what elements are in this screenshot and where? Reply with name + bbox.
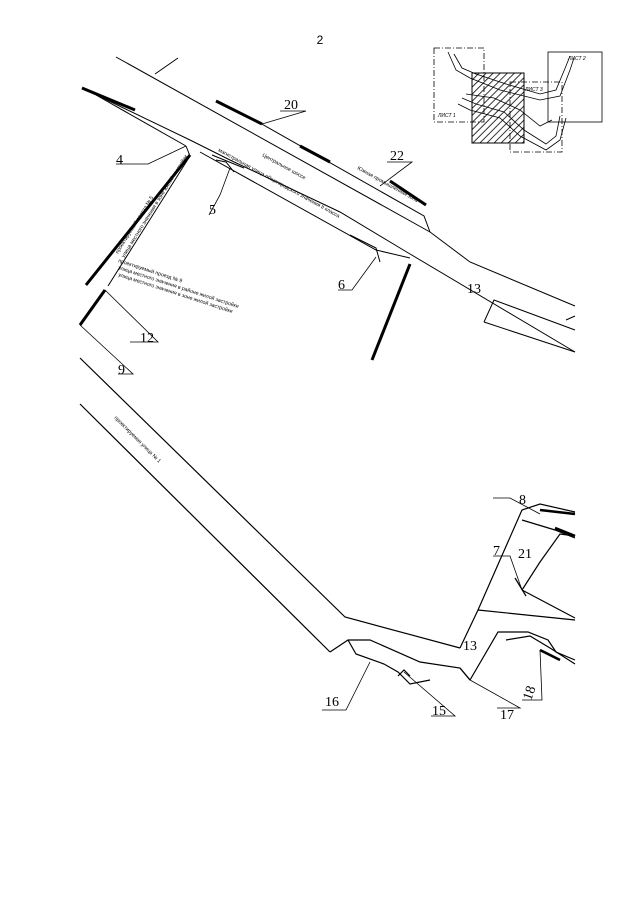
proj-passage-5: проектируемый проезд № 5	[114, 195, 155, 256]
label-21: 21	[518, 547, 532, 562]
page-number: 2	[316, 33, 324, 47]
south-zone-name: Южная промышленная зона	[356, 166, 419, 205]
block-bold-edges	[78, 154, 412, 361]
label-4: 4	[116, 153, 123, 168]
label-7: 7	[493, 544, 500, 559]
projected-street-1	[79, 357, 461, 653]
object-labels: 4 5 6 7 8 9 12 13 13 15 16 17 18 20 21 2…	[116, 98, 540, 723]
block-boundary	[95, 94, 411, 287]
inset-key-map: ЛИСТ 1 ЛИСТ 2 ЛИСТ 3	[433, 47, 603, 153]
label-16: 16	[325, 695, 339, 710]
label-8: 8	[519, 493, 526, 508]
road-13-branch	[483, 299, 576, 353]
label-5: 5	[209, 203, 216, 218]
inset-sheet-1: ЛИСТ 1	[437, 113, 456, 119]
lower-complex	[329, 503, 576, 685]
label-17: 17	[500, 708, 514, 723]
label-9: 9	[118, 363, 125, 378]
label-6: 6	[338, 278, 345, 293]
leader-lines	[79, 110, 543, 717]
inset-sheet-2: ЛИСТ 2	[567, 56, 586, 62]
label-18: 18	[521, 684, 540, 702]
highway-bold-lines	[81, 86, 427, 207]
proj-passage-9-class: улица местного значения в районе жилой з…	[117, 264, 239, 310]
label-20: 20	[284, 98, 298, 113]
lower-bold-edges	[539, 508, 576, 662]
inset-sheet-3: ЛИСТ 3	[524, 87, 543, 93]
proj-street-1-name: проектируемая улица № 1	[113, 415, 162, 464]
label-13-upper: 13	[467, 282, 481, 297]
proj-passage-5-class: улица местного значения в зоне жилой зас…	[120, 154, 190, 260]
label-22: 22	[390, 149, 404, 164]
label-15: 15	[432, 704, 446, 719]
label-12: 12	[140, 331, 154, 346]
highway-corridor	[81, 56, 576, 353]
street-names: Центральное шоссе магистральная улица об…	[113, 148, 419, 465]
label-13-lower: 13	[463, 639, 477, 654]
